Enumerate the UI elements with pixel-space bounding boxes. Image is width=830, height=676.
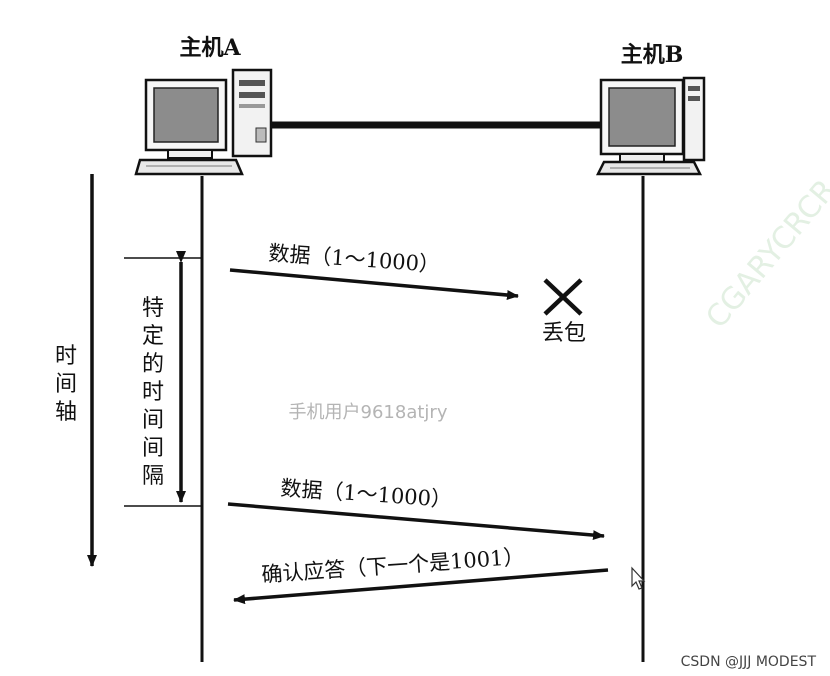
data-packet-1-label: 数据（1～1000） (268, 241, 441, 277)
interval-label-char: 定 (142, 324, 164, 349)
data-packet-2-arrow (227, 502, 605, 541)
interval-label-char: 时 (142, 380, 164, 405)
interval-label-char: 间 (142, 436, 164, 461)
host-a-label: 主机A (179, 35, 241, 61)
interval-label-char: 间 (142, 408, 164, 433)
mouse-cursor-icon (631, 566, 646, 590)
ack-arrow (233, 568, 609, 605)
time-axis-label-char: 间 (55, 372, 77, 397)
host-b-label: 主机B (621, 42, 684, 68)
host-a-computer-icon (134, 68, 273, 176)
interval-label-char: 隔 (142, 464, 164, 489)
time-axis-label-char: 轴 (55, 400, 77, 425)
packet-loss-label: 丢包 (542, 321, 586, 346)
interval-label-char: 的 (142, 352, 164, 377)
faint-watermark: CGARYCRCR (699, 173, 830, 335)
host-b-computer-icon (595, 76, 706, 176)
interval-label-char: 特 (142, 296, 164, 321)
data-packet-2-label: 数据（1～1000） (280, 476, 453, 512)
user-watermark: 手机用户9618atjry (289, 402, 448, 423)
packet-lost-x-icon (543, 278, 583, 316)
csdn-footer: CSDN @JJJ MODEST (681, 654, 817, 670)
time-axis-label-char: 时 (55, 344, 77, 369)
data-packet-1-arrow (229, 268, 519, 300)
